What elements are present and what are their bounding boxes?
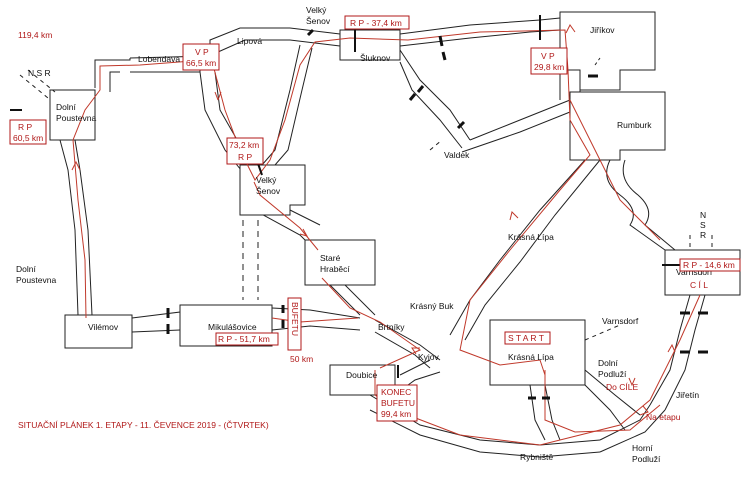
place-krasna-lipa-town: Krásná Lípa	[508, 352, 554, 362]
place-sluknov: Šluknov	[360, 53, 391, 63]
place-brtniky: Brtníky	[378, 322, 405, 332]
place-dolni-podluzi: Dolní Podluží	[598, 358, 627, 379]
start-label: S T A R T	[508, 333, 544, 343]
vp2-label: V P	[541, 51, 555, 61]
border-label-left: N S R	[28, 68, 51, 78]
rp-sluknov: R P - 37,4 km	[350, 18, 402, 28]
rp-mikulasovice: R P - 51,7 km	[218, 334, 270, 344]
place-krasna-lipa-road: Krásná Lípa	[508, 232, 554, 242]
place-lobendava: Lobendava	[138, 54, 180, 64]
bufet-vertical: BUFETU	[290, 302, 300, 336]
place-krasny-buk: Krásný Buk	[410, 301, 454, 311]
vp1-km: 66,5 km	[186, 58, 216, 68]
control-points: V P 66,5 km R P - 37,4 km V P 29,8 km R …	[9, 15, 741, 422]
place-vilemov: Vilémov	[88, 322, 119, 332]
road-network	[19, 11, 741, 458]
place-stare-hrabeci: Staré Hraběcí	[320, 253, 350, 274]
place-labels: Velký Šenov Lipová Lobendava Šluknov Jiř…	[16, 5, 713, 464]
rp-varnsdorf: R P - 14,6 km	[683, 260, 735, 270]
cil-label: C Í L	[690, 280, 708, 290]
place-kyjov: Kyjov	[418, 352, 440, 362]
place-velky-senov-top: Velký Šenov	[306, 5, 331, 26]
place-varnsdorf-box: Varnsdorf	[676, 267, 713, 277]
rp-velky-senov-km: 73,2 km	[229, 140, 259, 150]
do-cile-label: Do CÍLE	[606, 382, 638, 392]
place-velky-senov-mid: Velký Šenov	[256, 175, 281, 196]
bufet-km: 50 km	[290, 354, 313, 364]
place-lipova: Lipová	[237, 36, 262, 46]
place-dolni-poustevna-bottom: Dolní Poustevna	[16, 264, 56, 285]
place-rybniste: Rybniště	[520, 452, 553, 462]
place-dolni-poustevna-top: Dolní Poustevna	[56, 102, 96, 123]
vp2-km: 29,8 km	[534, 62, 564, 72]
total-distance: 119,4 km	[18, 30, 52, 40]
place-mikulasovice: Mikulášovice	[208, 322, 257, 332]
rp-dolni-poustevna-label: R P	[18, 122, 33, 132]
place-doubice: Doubice	[346, 370, 377, 380]
plan-title: SITUAČNÍ PLÁNEK 1. ETAPY - 11. ČEVENCE 2…	[18, 420, 269, 430]
vp1-label: V P	[195, 47, 209, 57]
rp-velky-senov-label: R P	[238, 152, 253, 162]
place-horni-podluzi: Horní Podluží	[632, 443, 661, 464]
place-varnsdorf-road: Varnsdorf	[602, 316, 639, 326]
place-jirikov: Jiříkov	[590, 25, 615, 35]
place-jiretin: Jiřetín	[676, 390, 699, 400]
place-valdek: Valdek	[444, 150, 470, 160]
na-etapu-label: Na etapu	[646, 412, 681, 422]
konec-bufetu: KONEC BUFETU 99,4 km	[381, 387, 417, 419]
place-rumburk: Rumburk	[617, 120, 652, 130]
rp-dolni-poustevna-km: 60,5 km	[13, 133, 43, 143]
